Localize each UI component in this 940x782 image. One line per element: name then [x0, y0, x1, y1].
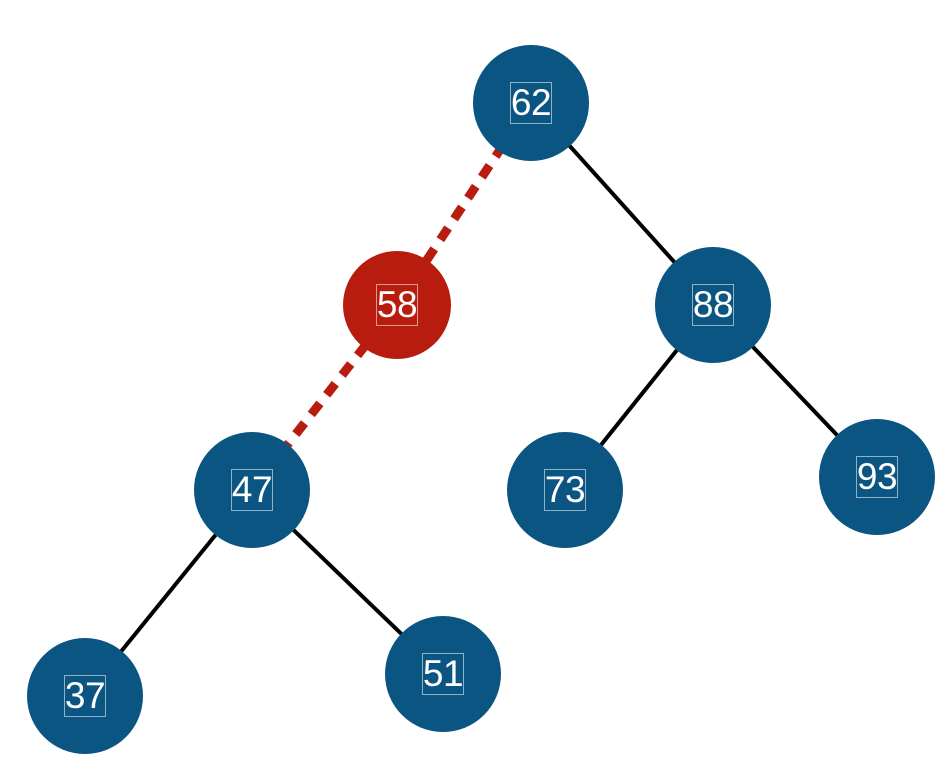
tree-node-88[interactable]: 88 [655, 247, 771, 363]
tree-node-73[interactable]: 73 [507, 432, 623, 548]
tree-node-label: 51 [422, 652, 464, 695]
tree-node-47[interactable]: 47 [194, 432, 310, 548]
tree-node-62[interactable]: 62 [473, 45, 589, 161]
tree-node-58[interactable]: 58 [343, 251, 451, 359]
tree-node-label: 73 [544, 468, 586, 511]
tree-node-label: 93 [856, 455, 898, 498]
tree-node-label: 47 [231, 468, 273, 511]
tree-node-37[interactable]: 37 [27, 638, 143, 754]
tree-node-label: 88 [692, 283, 734, 326]
tree-node-label: 62 [510, 81, 552, 124]
tree-node-label: 58 [376, 283, 418, 326]
tree-node-label: 37 [64, 674, 106, 717]
tree-node-51[interactable]: 51 [385, 616, 501, 732]
tree-node-93[interactable]: 93 [819, 419, 935, 535]
